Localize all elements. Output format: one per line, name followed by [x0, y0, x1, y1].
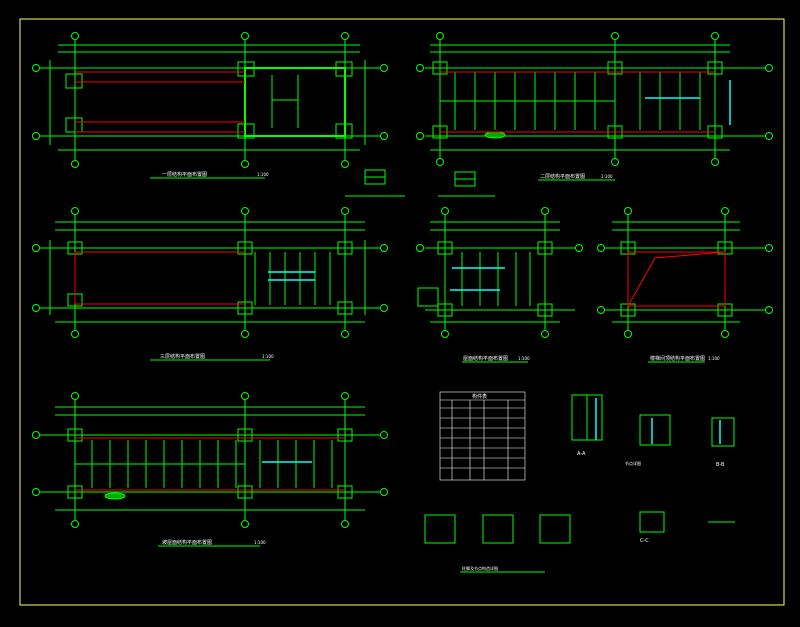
- bottom-title: 柱脚及节点构造详图: [462, 565, 498, 571]
- details: [424, 394, 735, 573]
- detail-label-c: C-C: [640, 538, 649, 544]
- component-table: [439, 391, 526, 481]
- plan-2: [416, 32, 773, 181]
- table-title: 构件表: [472, 393, 487, 400]
- sheet-border: [19, 18, 785, 606]
- plan-3-title: 三层结构平面布置图: [160, 353, 205, 360]
- plan-5-scale: 1:100: [708, 356, 720, 361]
- plan-2-title: 二层结构平面布置图: [540, 173, 585, 180]
- plan-6-title: 坡屋面结构平面布置图: [162, 539, 212, 546]
- plan-4: [416, 207, 583, 363]
- plan-1-title: 一层结构平面布置图: [162, 171, 207, 178]
- plan-4-scale: 1:100: [518, 356, 530, 361]
- section-details-top: [345, 169, 495, 197]
- plan-2-scale: 1:100: [601, 174, 613, 179]
- plan-6-scale: 1:100: [254, 540, 266, 545]
- plan-3-scale: 1:100: [262, 354, 274, 359]
- plan-4-title: 屋面结构平面布置图: [463, 355, 508, 362]
- detail-label-b: B-B: [716, 462, 725, 468]
- plan-1: [32, 32, 388, 179]
- plan-5-title: 楼梯间顶结构平面布置图: [650, 355, 705, 362]
- plan-6: [32, 392, 388, 547]
- plan-1-scale: 1:100: [257, 172, 269, 177]
- node-title: 节点详图: [625, 460, 641, 466]
- detail-label-a: A-A: [577, 451, 586, 457]
